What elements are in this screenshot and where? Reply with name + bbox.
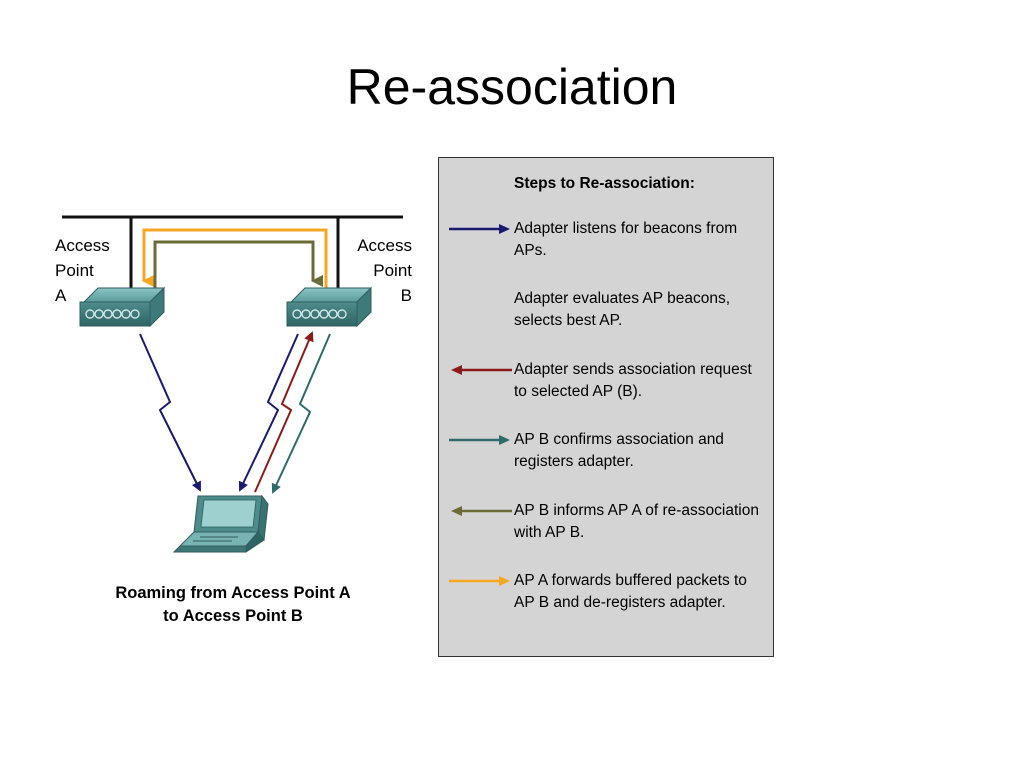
ap-b-label-line: Access [357, 236, 412, 255]
caption-line: to Access Point B [163, 607, 303, 625]
laptop-icon [172, 494, 269, 553]
ap-b-label-line: Point [373, 261, 412, 280]
step-item: Adapter evaluates AP beacons, selects be… [447, 290, 769, 332]
ap-a-label-line: Access [55, 236, 110, 255]
step-text: Adapter listens for beacons from APs. [514, 220, 738, 259]
beacon-arrow-from-ap-b [238, 333, 299, 492]
step-text: Adapter sends association request to sel… [514, 361, 752, 400]
step-text: AP B confirms association and registers … [514, 431, 724, 470]
step-item: Adapter listens for beacons from APs. [447, 220, 769, 262]
diagram-caption: Roaming from Access Point A to Access Po… [80, 582, 386, 628]
caption-line: Roaming from Access Point A [115, 584, 351, 602]
access-point-a-label: Access Point A [55, 233, 110, 308]
steps-title: Steps to Re-association: [514, 175, 695, 192]
ap-a-label-line: Point [55, 261, 94, 280]
step-item: AP A forwards buffered packets to AP B a… [447, 572, 769, 614]
forward-path-arrow [142, 228, 328, 288]
ap-b-label-line: B [400, 286, 412, 305]
inform-path-arrow [153, 240, 323, 288]
access-point-b-icon [286, 286, 373, 328]
step-text: Adapter evaluates AP beacons, selects be… [514, 290, 731, 329]
forward-legend-arrow-icon [449, 576, 510, 586]
beacon-arrow-from-ap-a [139, 333, 201, 492]
step-text: AP A forwards buffered packets to AP B a… [514, 572, 747, 611]
slide-title: Re-association [346, 59, 678, 115]
beacon-legend-arrow-icon [449, 224, 510, 234]
request-legend-arrow-icon [451, 365, 512, 375]
confirm-legend-arrow-icon [449, 435, 510, 445]
step-item: AP B informs AP A of re-association with… [447, 502, 769, 544]
access-point-a-icon [79, 286, 166, 328]
step-item: AP B confirms association and registers … [447, 431, 769, 473]
ap-a-label-line: A [55, 286, 67, 305]
request-arrow-to-ap-b [254, 331, 314, 493]
access-point-b-label: Access Point B [346, 233, 412, 308]
steps-panel: Steps to Re-association: Adapter listens… [438, 157, 774, 657]
confirm-arrow-from-ap-b [271, 333, 331, 494]
step-text: AP B informs AP A of re-association with… [514, 502, 759, 541]
inform-legend-arrow-icon [451, 506, 512, 516]
backbone-network [62, 215, 403, 290]
step-item: Adapter sends association request to sel… [447, 361, 769, 403]
